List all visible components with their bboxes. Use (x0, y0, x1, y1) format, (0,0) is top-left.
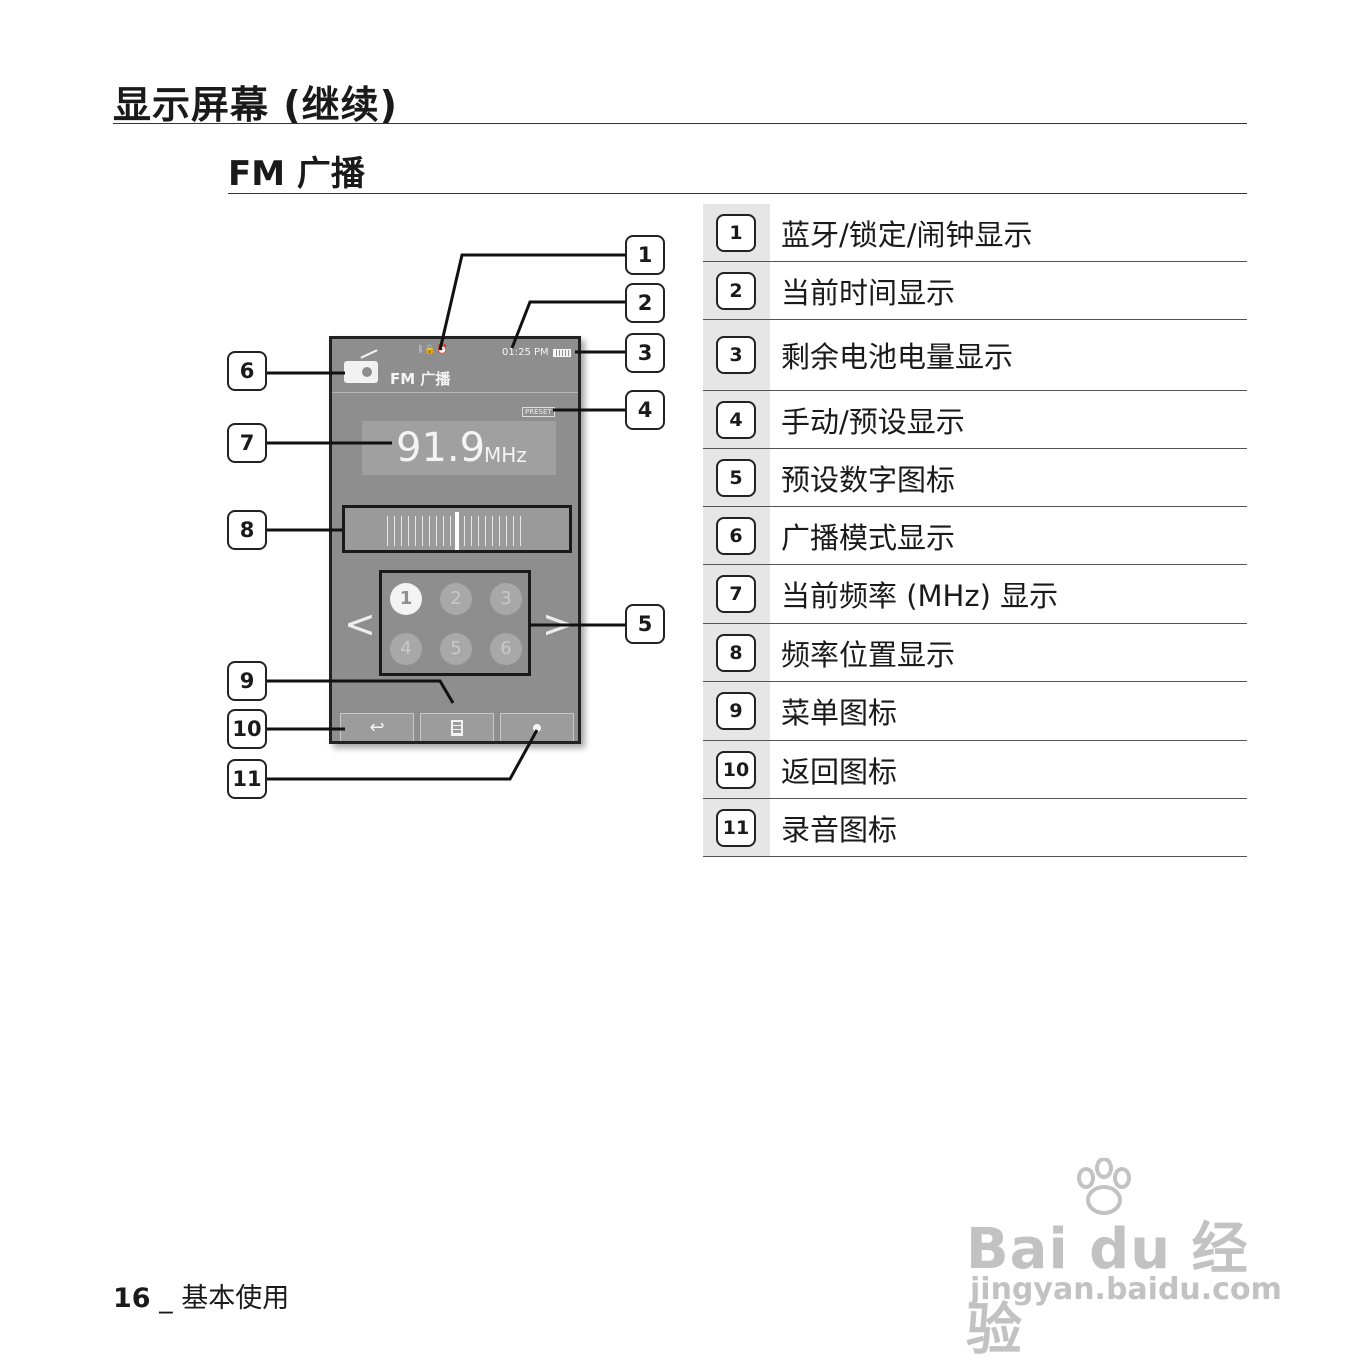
callout-5: 5 (625, 604, 665, 644)
legend-number: 6 (716, 516, 756, 555)
legend-row: 8 频率位置显示 (703, 624, 1247, 682)
callout-6: 6 (227, 351, 267, 391)
legend-row: 7 当前频率 (MHz) 显示 (703, 565, 1247, 624)
header-divider (332, 392, 578, 393)
back-button[interactable]: ↩ (340, 713, 414, 741)
fm-radio-screen: ᛒ🔒⏰ 01:25 PM FM 广播 PRESET 91.9 MHz < > 1… (329, 336, 581, 744)
legend-row: 3 剩余电池电量显示 (703, 320, 1247, 391)
preset-button-1[interactable]: 1 (390, 583, 422, 615)
back-icon: ↩ (369, 717, 385, 738)
preset-button-3[interactable]: 3 (490, 583, 522, 615)
legend-number: 4 (716, 400, 756, 439)
paw-icon (1077, 1158, 1131, 1215)
legend-number: 1 (716, 213, 756, 252)
section-title: FM 广播 (228, 154, 365, 194)
footer-section: 基本使用 (181, 1283, 290, 1314)
legend-text: 当前频率 (MHz) 显示 (781, 579, 1059, 613)
legend-number: 5 (716, 458, 756, 497)
frequency-display: 91.9 MHz (362, 421, 556, 475)
preset-grid: 1 2 3 4 5 6 (379, 570, 531, 676)
frequency-position-bar[interactable] (342, 505, 572, 553)
prev-arrow-icon[interactable]: < (344, 602, 376, 646)
mode-label: FM 广播 (390, 370, 451, 388)
callout-10: 10 (227, 709, 267, 749)
legend-row: 5 预设数字图标 (703, 449, 1247, 507)
leader-line-1 (438, 253, 625, 351)
record-button[interactable] (500, 713, 574, 741)
callout-3: 3 (625, 333, 665, 373)
footer-separator: _ (150, 1283, 182, 1314)
frequency-value: 91.9 (396, 425, 486, 471)
callout-8: 8 (227, 510, 267, 550)
legend-number: 11 (716, 808, 756, 847)
bluetooth-lock-alarm-icons: ᛒ🔒⏰ (418, 345, 449, 355)
preset-badge: PRESET (522, 407, 555, 417)
legend-text: 蓝牙/锁定/闹钟显示 (781, 217, 1033, 252)
legend-text: 预设数字图标 (781, 462, 956, 497)
leader-line-9 (267, 679, 455, 704)
radio-icon (344, 361, 378, 383)
section-rule (228, 193, 1247, 194)
legend-text: 手动/预设显示 (781, 404, 965, 439)
leader-line-2 (510, 300, 625, 349)
preset-button-2[interactable]: 2 (440, 583, 472, 615)
frequency-unit: MHz (484, 443, 527, 467)
baidu-watermark: Bai du 经验 jingyan.baidu.com (966, 1158, 1286, 1363)
legend-row: 1 蓝牙/锁定/闹钟显示 (703, 204, 1247, 262)
legend-table: 1 蓝牙/锁定/闹钟显示 2 当前时间显示 3 剩余电池电量显示 4 手动/预设… (703, 204, 1247, 857)
callout-2: 2 (625, 283, 665, 323)
legend-row: 6 广播模式显示 (703, 507, 1247, 565)
legend-text: 返回图标 (781, 754, 898, 789)
record-icon (533, 724, 541, 732)
legend-text: 剩余电池电量显示 (781, 340, 1014, 374)
callout-9: 9 (227, 661, 267, 701)
preset-button-6[interactable]: 6 (490, 633, 522, 665)
legend-text: 广播模式显示 (781, 520, 956, 555)
callout-11: 11 (227, 759, 267, 799)
menu-button[interactable] (420, 713, 494, 741)
watermark-url: jingyan.baidu.com (970, 1272, 1282, 1307)
legend-text: 菜单图标 (781, 696, 898, 730)
callout-4: 4 (625, 390, 665, 430)
callout-1: 1 (625, 235, 665, 275)
legend-row: 4 手动/预设显示 (703, 391, 1247, 449)
legend-row: 9 菜单图标 (703, 682, 1247, 741)
watermark-logo: Bai du 经验 (966, 1217, 1249, 1363)
page-title: 显示屏幕 (继续) (113, 83, 398, 127)
current-time: 01:25 PM (502, 347, 549, 358)
legend-text: 当前时间显示 (781, 275, 956, 310)
page-footer: 16 _ 基本使用 (113, 1276, 289, 1315)
page-number: 16 (113, 1283, 151, 1314)
legend-number: 3 (716, 336, 756, 374)
legend-number: 7 (716, 575, 756, 613)
legend-number: 8 (716, 633, 756, 672)
header-rule (113, 123, 1247, 124)
legend-text: 录音图标 (781, 812, 898, 847)
preset-button-4[interactable]: 4 (390, 633, 422, 665)
legend-row: 11 录音图标 (703, 799, 1247, 857)
legend-number: 2 (716, 271, 756, 310)
menu-icon (451, 720, 463, 736)
legend-row: 2 当前时间显示 (703, 262, 1247, 320)
leader-line-11 (267, 729, 539, 781)
legend-number: 10 (716, 750, 756, 789)
battery-icon (553, 349, 571, 357)
status-bar: ᛒ🔒⏰ 01:25 PM (332, 339, 578, 365)
callout-7: 7 (227, 423, 267, 463)
preset-button-5[interactable]: 5 (440, 633, 472, 665)
legend-number: 9 (716, 692, 756, 730)
legend-text: 频率位置显示 (781, 637, 956, 672)
tuner-needle[interactable] (455, 512, 459, 550)
legend-row: 10 返回图标 (703, 741, 1247, 799)
